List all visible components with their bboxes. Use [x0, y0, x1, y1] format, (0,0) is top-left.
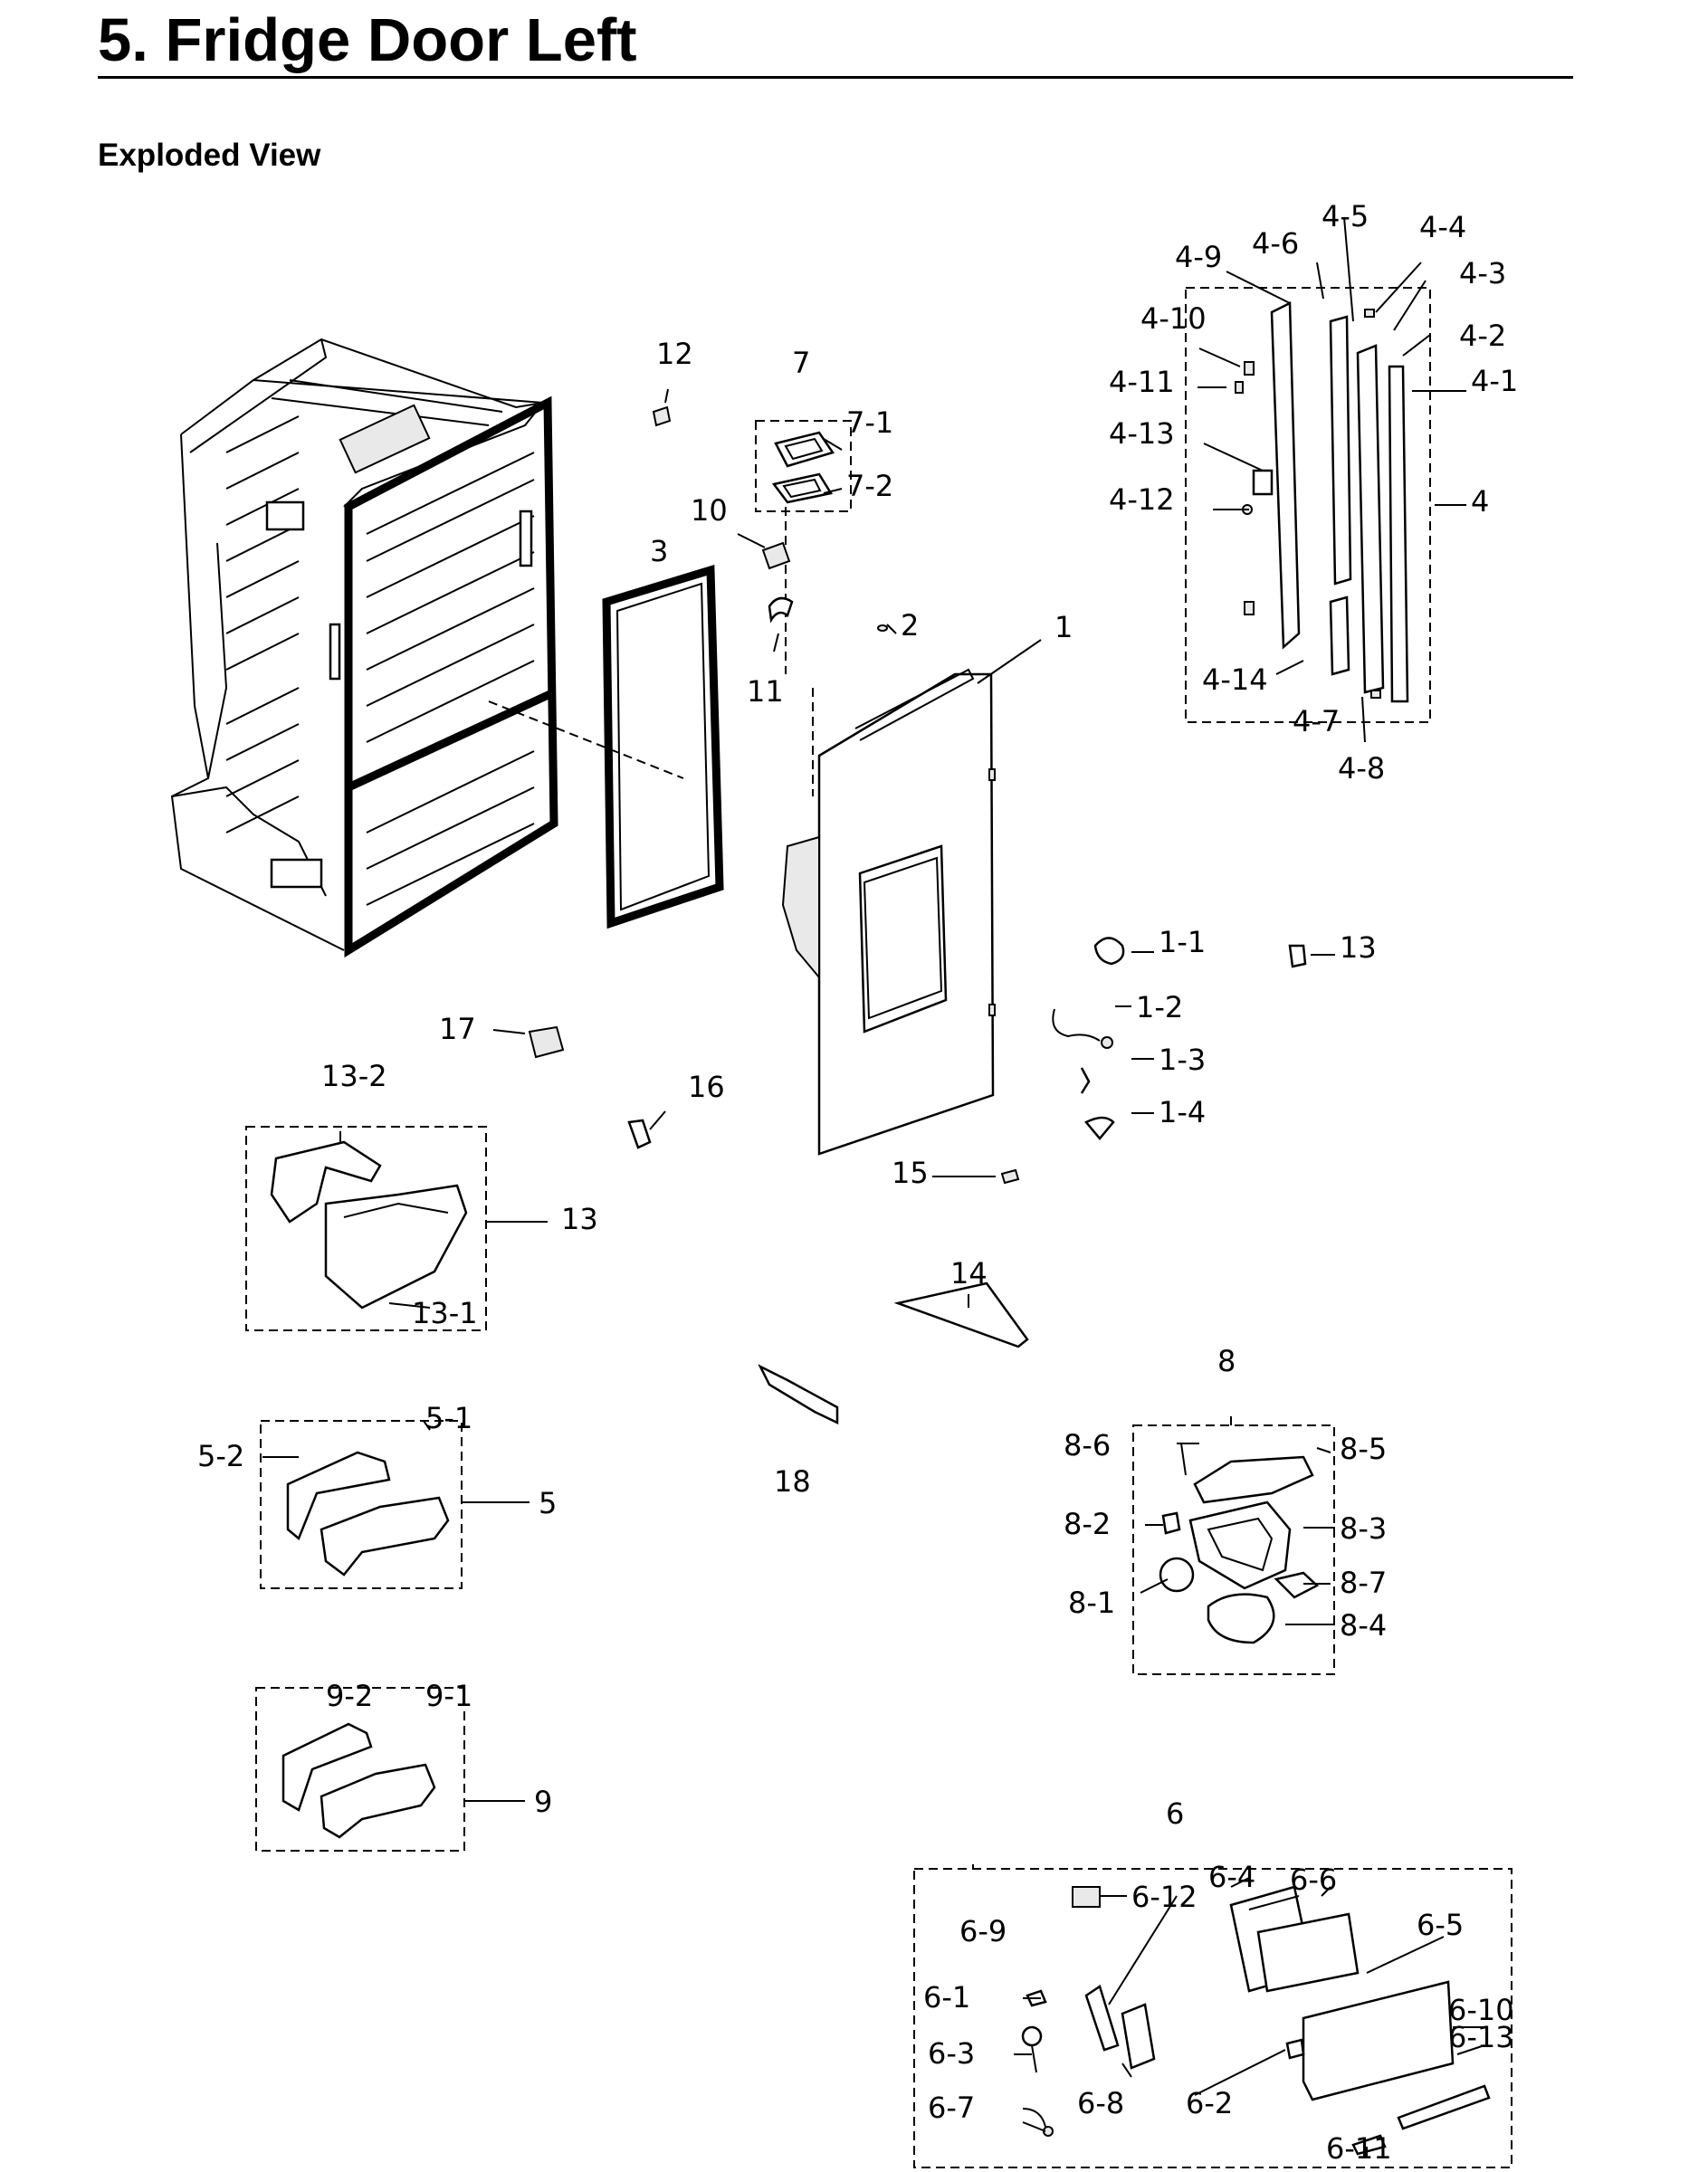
callout-4-13: 4-13: [1109, 416, 1175, 451]
callout-3: 3: [650, 534, 668, 568]
part-14-shape: [893, 1281, 1029, 1348]
part-8-dispenser-assembly: [1159, 1443, 1320, 1644]
part-9-bins: [281, 1722, 436, 1839]
callout-7-1: 7-1: [846, 405, 893, 440]
part-2-shape: [877, 624, 888, 632]
callout-4-11: 4-11: [1109, 365, 1175, 399]
callout-5-2: 5-2: [197, 1439, 244, 1473]
part-7-gaskets: [771, 431, 835, 504]
callout-4: 4: [1471, 484, 1489, 519]
callout-12: 12: [656, 337, 693, 371]
callout-8-5: 8-5: [1340, 1432, 1387, 1466]
callout-9-2: 9-2: [326, 1679, 373, 1713]
callout-4-14: 4-14: [1202, 662, 1268, 697]
callout-4-1: 4-1: [1471, 364, 1518, 398]
callout-leader-lines: [262, 216, 1485, 2158]
part-17-shape: [528, 1025, 565, 1059]
part-5-bins: [286, 1451, 450, 1577]
callout-4-5: 4-5: [1322, 199, 1369, 233]
callout-6-11: 6-11: [1326, 2131, 1392, 2166]
fridge-cabinet: [170, 338, 558, 958]
callout-5: 5: [539, 1486, 557, 1520]
callout-6-12: 6-12: [1131, 1880, 1198, 1914]
part-4-rails: [1235, 301, 1409, 703]
callout-8-4: 8-4: [1340, 1608, 1387, 1643]
leader-line: [488, 700, 684, 779]
callout-1-1: 1-1: [1159, 925, 1206, 959]
callout-4-4: 4-4: [1419, 210, 1466, 244]
part-15-shape: [1000, 1168, 1020, 1185]
callout-8-1: 8-1: [1068, 1586, 1115, 1620]
callout-6: 6: [1166, 1796, 1184, 1831]
callout-1-4: 1-4: [1159, 1095, 1206, 1129]
callout-6-13: 6-13: [1448, 2020, 1514, 2054]
door-panel-part: [781, 668, 996, 1156]
callout-13: 13: [561, 1202, 598, 1236]
part-9-group-box: [255, 1687, 465, 1852]
page-title: 5. Fridge Door Left: [98, 6, 637, 74]
callout-5-1: 5-1: [425, 1401, 472, 1435]
callout-6-8: 6-8: [1077, 2086, 1124, 2120]
callout-9-1: 9-1: [425, 1679, 472, 1713]
callout-6-7: 6-7: [928, 2091, 975, 2125]
part-7-group-box: [755, 420, 852, 512]
callout-4-9: 4-9: [1175, 240, 1222, 274]
part-4-group-box: [1185, 287, 1431, 723]
callout-17: 17: [439, 1012, 476, 1046]
callout-11: 11: [747, 674, 784, 709]
callout-8-3: 8-3: [1340, 1511, 1387, 1546]
part-16-shape: [627, 1119, 652, 1149]
callout-6-3: 6-3: [928, 2036, 975, 2071]
callout-4-3: 4-3: [1459, 256, 1506, 291]
callout-1-2: 1-2: [1136, 990, 1183, 1024]
section-subtitle: Exploded View: [98, 138, 321, 173]
callout-14: 14: [950, 1256, 988, 1291]
callout-6-4: 6-4: [1208, 1860, 1255, 1894]
callout-8-7: 8-7: [1340, 1566, 1387, 1600]
callout-6-9: 6-9: [959, 1914, 1007, 1948]
title-underline: [98, 76, 1573, 79]
callout-1: 1: [1054, 610, 1073, 644]
part-8-group-box: [1132, 1424, 1335, 1675]
part-6-dispenser-panel: [1021, 1885, 1491, 2156]
callout-4-7: 4-7: [1293, 704, 1340, 738]
callout-4-8: 4-8: [1338, 751, 1385, 786]
callout-6-1: 6-1: [923, 1980, 970, 2015]
callout-10: 10: [691, 493, 728, 528]
callout-4-2: 4-2: [1459, 319, 1506, 353]
callout-13-1: 13-1: [412, 1296, 478, 1330]
part-13-group-box: [245, 1126, 487, 1331]
part-12-shape: [652, 405, 672, 427]
door-gasket-part: [602, 564, 724, 929]
callout-6-2: 6-2: [1186, 2086, 1233, 2120]
callout-4-6: 4-6: [1252, 226, 1299, 261]
callout-8: 8: [1217, 1344, 1236, 1378]
door-hardware-parts: [1052, 937, 1307, 1140]
callout-6-5: 6-5: [1417, 1908, 1464, 1942]
callout-13-2: 13-2: [321, 1059, 387, 1093]
part-11-shape: [768, 596, 794, 624]
callout-8-2: 8-2: [1064, 1507, 1111, 1541]
callout-4-12: 4-12: [1109, 482, 1175, 517]
callout-1-3: 1-3: [1159, 1043, 1206, 1077]
callout-2: 2: [901, 608, 919, 643]
part-5-group-box: [260, 1420, 463, 1589]
callout-9: 9: [534, 1785, 552, 1819]
part-13-bins: [270, 1140, 468, 1310]
part-6-group-box: [913, 1868, 1512, 2168]
callout-7: 7: [792, 346, 810, 380]
callout-18: 18: [774, 1464, 811, 1499]
callout-6-10: 6-10: [1448, 1993, 1514, 2027]
callout-15: 15: [892, 1156, 929, 1190]
part-10-shape: [761, 541, 791, 570]
callout-16: 16: [688, 1070, 725, 1104]
callout-4-10: 4-10: [1140, 301, 1207, 336]
part-18-shape: [758, 1364, 839, 1424]
callout-13b: 13: [1340, 930, 1377, 965]
callout-6-6: 6-6: [1290, 1862, 1337, 1897]
callout-labels: 1 2 3 12 7 7-1 7-2 10 11 4-5 4-4 4-6 4-9…: [197, 199, 1518, 2166]
callout-8-6: 8-6: [1064, 1428, 1111, 1462]
callout-7-2: 7-2: [846, 469, 893, 503]
